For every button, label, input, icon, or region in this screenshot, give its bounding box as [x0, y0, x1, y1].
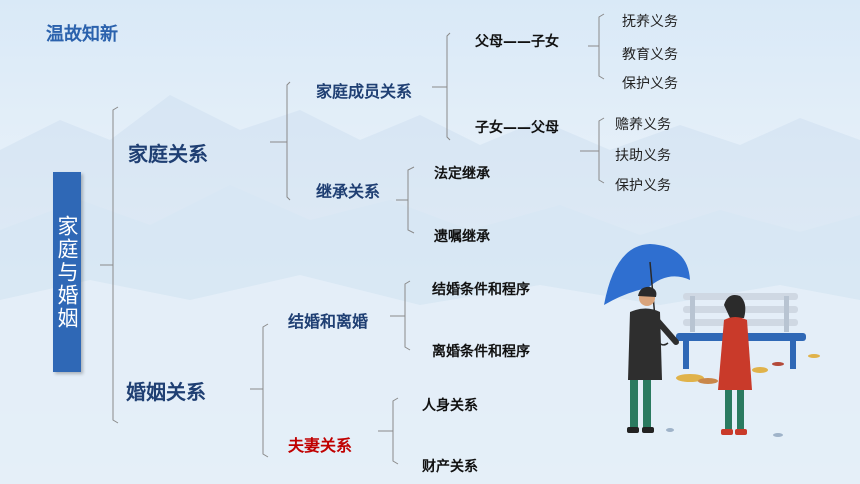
- node-wedding-divorce: 结婚和离婚: [288, 312, 369, 331]
- duty-support: 赡养义务: [615, 117, 671, 133]
- node-children-parents: 子女——父母: [475, 120, 559, 136]
- inheritance-bracket: [396, 166, 415, 234]
- node-marriage-conditions: 结婚条件和程序: [432, 282, 530, 298]
- root-bracket: [100, 106, 119, 424]
- node-spouse: 夫妻关系: [288, 436, 353, 455]
- children-duties-bracket: [580, 117, 605, 184]
- duty-raising: 抚养义务: [622, 14, 678, 30]
- node-parents-children: 父母——子女: [475, 34, 559, 50]
- spouse-bracket: [378, 397, 399, 465]
- duty-education: 教育义务: [622, 47, 678, 63]
- root-label: 家庭与婚姻: [55, 214, 79, 330]
- page-title: 温故知新: [46, 24, 118, 45]
- node-statutory-inheritance: 法定继承: [434, 166, 490, 182]
- wedding-bracket: [390, 280, 411, 351]
- node-inheritance: 继承关系: [316, 182, 381, 201]
- parents-duties-bracket: [588, 13, 605, 80]
- node-family-members: 家庭成员关系: [316, 82, 413, 101]
- root-node: 家庭与婚姻: [53, 172, 81, 372]
- node-property-relation: 财产关系: [422, 459, 478, 475]
- duty-assistance: 扶助义务: [615, 148, 671, 164]
- marriage-bracket: [250, 323, 269, 458]
- family-bracket: [270, 81, 291, 201]
- leaves: [666, 354, 820, 437]
- node-personal-relation: 人身关系: [422, 398, 478, 414]
- node-divorce-conditions: 离婚条件和程序: [432, 344, 530, 360]
- node-marriage: 婚姻关系: [126, 380, 206, 404]
- node-family: 家庭关系: [128, 142, 208, 166]
- woman-figure: [718, 295, 752, 435]
- members-bracket: [432, 32, 451, 141]
- man-figure: [627, 286, 679, 433]
- duty-protection-parents: 保护义务: [622, 76, 678, 92]
- node-will-inheritance: 遗嘱继承: [434, 229, 490, 245]
- duty-protection-children: 保护义务: [615, 178, 671, 194]
